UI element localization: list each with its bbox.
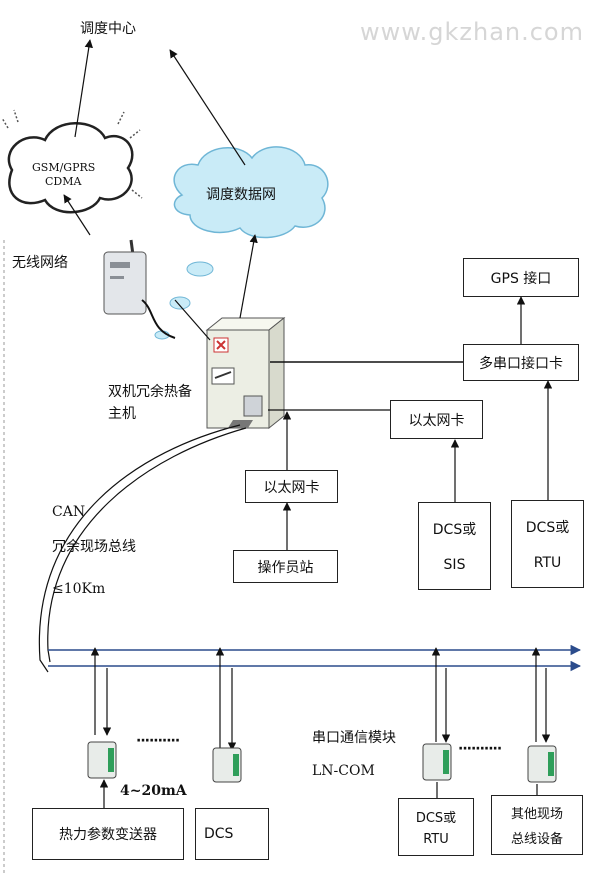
bubble [186, 261, 214, 277]
thermal-transmitter-box: 热力参数变送器 [32, 808, 184, 860]
ln-com-label: LN-COM [312, 763, 375, 779]
distance-label: ≤10Km [52, 581, 106, 597]
bubble [169, 296, 191, 310]
dcs-sis-box: DCS或 SIS [418, 502, 491, 590]
dcs-rtu-box: DCS或 RTU [511, 500, 584, 588]
dcs-rtu-small-line1: DCS或 [415, 811, 457, 826]
serial-module-label: 串口通信模块 [312, 730, 396, 746]
operator-station-box: 操作员站 [233, 550, 338, 583]
dcs-sis-line2: SIS [443, 557, 466, 573]
dispatch-center-label: 调度中心 [80, 21, 136, 37]
dispatch-network-label: 调度数据网 [206, 187, 276, 203]
ellipsis-right: ·········· [458, 741, 502, 757]
module-icon [422, 743, 452, 781]
host-label-2: 主机 [108, 406, 136, 422]
can-cable [47, 427, 247, 663]
arrow-network-to-center [169, 49, 246, 166]
dcs-rtu-line2: RTU [533, 555, 562, 571]
host-label-1: 双机冗余热备 [108, 384, 192, 400]
current-label: 4~20mA [120, 783, 187, 799]
module-icon [527, 745, 557, 783]
arrow-cloud-to-center [74, 39, 93, 138]
wireless-modem-icon [103, 239, 176, 339]
multi-serial-card-box: 多串口接口卡 [463, 344, 579, 381]
bus-module-arrows [90, 647, 551, 808]
gsm-label: GSM/GPRS [32, 161, 96, 174]
dcs-rtu-line1: DCS或 [525, 520, 570, 536]
arrow-modem-to-cloud [63, 194, 91, 236]
dcs-sis-line1: DCS或 [432, 522, 477, 538]
other-field-line2: 总线设备 [510, 832, 563, 847]
can-cable [38, 424, 241, 673]
gsm-cloud [1, 109, 143, 214]
dispatch-network-cloud [173, 146, 329, 239]
can-label: CAN [52, 504, 86, 520]
wireless-network-label: 无线网络 [12, 255, 68, 271]
other-field-line1: 其他现场 [510, 807, 563, 822]
dcs-box: DCS [195, 808, 269, 860]
ethernet-card-left-box: 以太网卡 [245, 470, 338, 503]
redundant-bus-label: 冗余现场总线 [52, 539, 136, 555]
cdma-label: CDMA [45, 175, 82, 188]
module-icon [87, 741, 117, 779]
host-computer-icon [205, 316, 286, 430]
other-field-device-box: 其他现场 总线设备 [491, 795, 583, 855]
gps-interface-box: GPS 接口 [463, 258, 579, 297]
ellipsis-left: ·········· [136, 733, 180, 749]
watermark: www.gkzhan.com [359, 18, 584, 46]
dcs-rtu-small-line2: RTU [423, 832, 449, 847]
arrow-host-to-network [239, 234, 258, 319]
line-modem-to-host [174, 299, 211, 341]
module-icon [212, 747, 242, 783]
dcs-rtu-small-box: DCS或 RTU [398, 798, 474, 856]
ethernet-card-right-box: 以太网卡 [390, 400, 483, 439]
